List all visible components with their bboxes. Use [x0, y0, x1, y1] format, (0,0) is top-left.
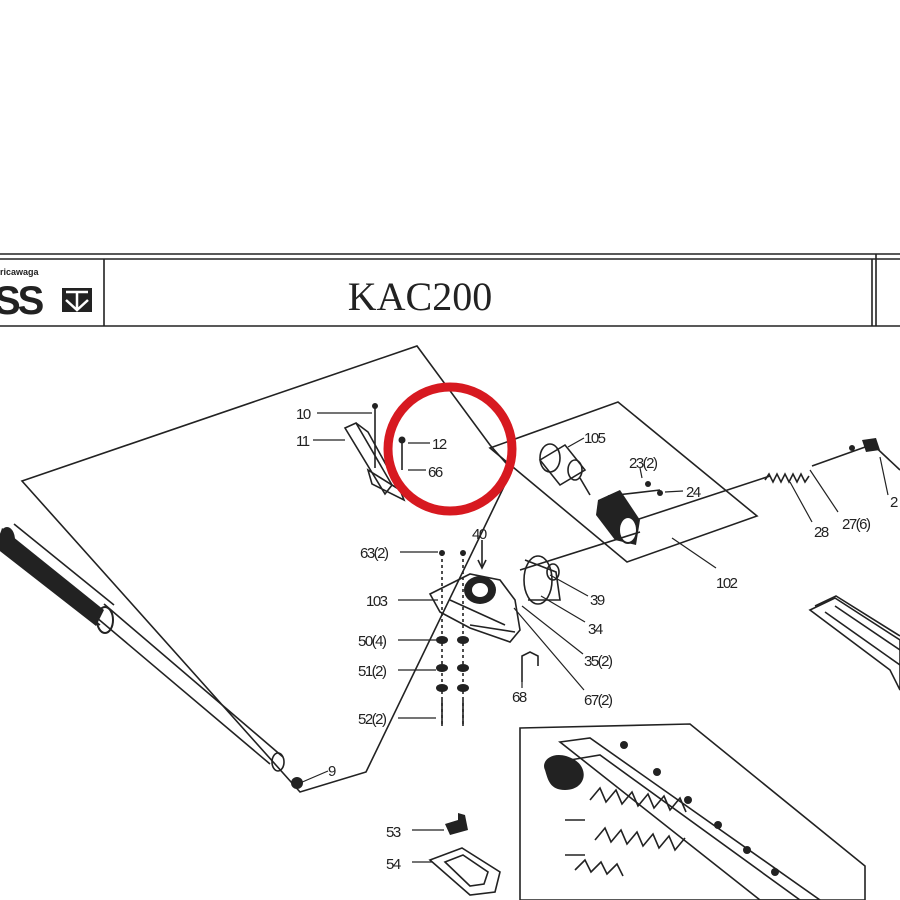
- part-label-39: 39: [590, 592, 605, 609]
- part-label-27: 27(6): [842, 516, 871, 533]
- brand-small-text: ricawaga: [0, 267, 40, 277]
- clip-53-shape: [445, 813, 468, 835]
- part-label-52: 52(2): [358, 711, 387, 728]
- part-label-12: 12: [432, 436, 447, 453]
- part-label-67: 67(2): [584, 692, 613, 709]
- highlight-circle: [383, 382, 517, 516]
- part-label-103: 103: [366, 593, 388, 610]
- part-label-50: 50(4): [358, 633, 387, 650]
- model-title: KAC200: [348, 274, 492, 319]
- part-label-51: 51(2): [358, 663, 387, 680]
- part-label-35: 35(2): [584, 653, 613, 670]
- part-label-24: 24: [686, 484, 701, 501]
- part-label-10: 10: [296, 406, 311, 423]
- brand-mark-text: SS: [0, 279, 44, 323]
- part-label-40: 40: [472, 526, 487, 543]
- blade-guard-right: [808, 595, 900, 691]
- part-label-34: 34: [588, 621, 603, 638]
- part-label-102: 102: [716, 575, 738, 592]
- spring-rod: [764, 438, 900, 484]
- brand-logo: ricawaga SS: [0, 267, 92, 323]
- drive-shaft: [0, 523, 303, 789]
- fasteners-left: [436, 540, 487, 726]
- blade-assembly: [544, 737, 822, 900]
- part-label-68: 68: [512, 689, 527, 706]
- pin-68-shape: [521, 651, 539, 682]
- shaft-grip: [0, 527, 114, 634]
- part-label-28: 28: [814, 524, 829, 541]
- leader-lines: [299, 412, 889, 863]
- part-label-54: 54: [386, 856, 401, 873]
- part-label-66: 66: [428, 464, 443, 481]
- brand-emblem-icon: [62, 288, 92, 312]
- title-block: [0, 253, 900, 327]
- gear-housing: [428, 531, 641, 643]
- gearbox-assembly-outline: [488, 401, 759, 563]
- part-label-11: 11: [296, 433, 310, 450]
- part-label-63: 63(2): [360, 545, 389, 562]
- part-labels: 10 11 12 66 105 23(2) 24 2 28 27(6) 102 …: [296, 406, 900, 873]
- gasket-54-shape: [428, 847, 501, 896]
- part-label-105: 105: [584, 430, 606, 447]
- part-label-23: 23(2): [629, 455, 658, 472]
- part-label-53: 53: [386, 824, 401, 841]
- part-label-2: 2: [890, 494, 898, 511]
- part-label-9: 9: [328, 763, 336, 780]
- blade-assembly-outline: [519, 723, 866, 900]
- shaft-assembly-outline: [20, 345, 513, 793]
